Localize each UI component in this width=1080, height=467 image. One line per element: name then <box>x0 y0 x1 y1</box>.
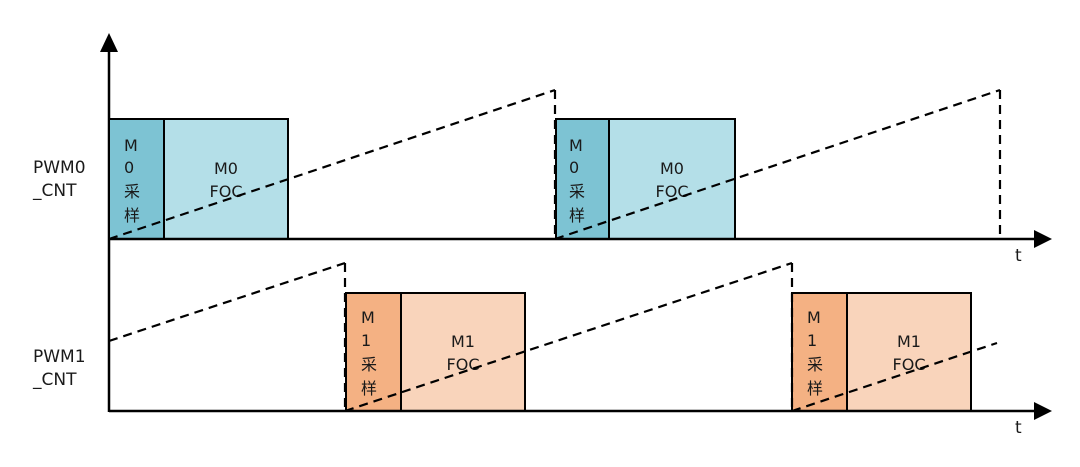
m0-sample-text-3: 采 <box>569 182 585 201</box>
m0-sample-text-4: 样 <box>124 206 140 225</box>
pwm1-ramp <box>791 341 998 413</box>
m1-sample-text-2: 1 <box>361 331 371 350</box>
m1-block-2: M 1 采 样 M1 FOC <box>791 292 972 412</box>
m0-foc-text-2: FOC <box>656 182 689 201</box>
pwm0-sawtooth <box>108 88 1002 241</box>
pwm1-cnt-label: PWM1 _CNT <box>33 346 86 392</box>
m0-sample-text-4: 样 <box>569 206 585 225</box>
m1-block-1: M 1 采 样 M1 FOC <box>345 292 526 412</box>
pwm0-time-arrow-icon <box>1034 230 1052 248</box>
m1-foc-box <box>846 292 972 412</box>
pwm1-label-line2: _CNT <box>33 370 77 390</box>
pwm0-time-label: t <box>1015 246 1022 266</box>
m1-foc-box <box>400 292 526 412</box>
pwm1-time-label: t <box>1015 418 1022 438</box>
m0-sample-text-2: 0 <box>569 158 579 177</box>
pwm0-ramp <box>108 88 556 241</box>
pwm1-time-arrow-icon <box>1034 402 1052 420</box>
pwm1-ramp <box>344 261 793 413</box>
m0-sample-text-3: 采 <box>124 182 140 201</box>
m0-sample-text-2: 0 <box>124 158 134 177</box>
m1-foc-text-2: FOC <box>893 355 926 374</box>
m0-sample-text-1: M <box>569 136 583 155</box>
m1-sample-text-3: 采 <box>361 355 377 374</box>
pwm0-cnt-label: PWM0 _CNT <box>33 157 86 203</box>
m0-foc-box <box>608 118 736 240</box>
m0-foc-box <box>163 118 289 240</box>
pwm1-ramp <box>108 261 346 343</box>
m1-sample-text-2: 1 <box>807 331 817 350</box>
m0-foc-text-2: FOC <box>210 182 243 201</box>
m0-foc-text-1: M0 <box>660 159 684 178</box>
m0-sample-text-1: M <box>124 136 138 155</box>
m1-foc-text-1: M1 <box>451 332 475 351</box>
m1-sample-text-1: M <box>361 308 375 327</box>
m1-sample-text-4: 样 <box>361 379 377 398</box>
m0-block-2: M 0 采 样 M0 FOC <box>555 118 736 240</box>
pwm1-label-line1: PWM1 <box>33 347 86 367</box>
m1-sample-text-1: M <box>807 308 821 327</box>
m1-foc-text-1: M1 <box>897 332 921 351</box>
m0-block-1: M 0 采 样 M0 FOC <box>108 118 289 240</box>
pwm0-ramp <box>554 88 1001 241</box>
m0-foc-text-1: M0 <box>214 159 238 178</box>
m1-sample-text-3: 采 <box>807 355 823 374</box>
y-axis-arrow-icon <box>100 33 118 52</box>
pwm0-label-line1: PWM0 <box>33 158 86 178</box>
pwm0-label-line2: _CNT <box>33 181 77 201</box>
m1-sample-text-4: 样 <box>807 379 823 398</box>
m1-foc-text-2: FOC <box>447 355 480 374</box>
m0-sample-box <box>555 118 610 240</box>
pwm1-sawtooth <box>108 261 998 413</box>
